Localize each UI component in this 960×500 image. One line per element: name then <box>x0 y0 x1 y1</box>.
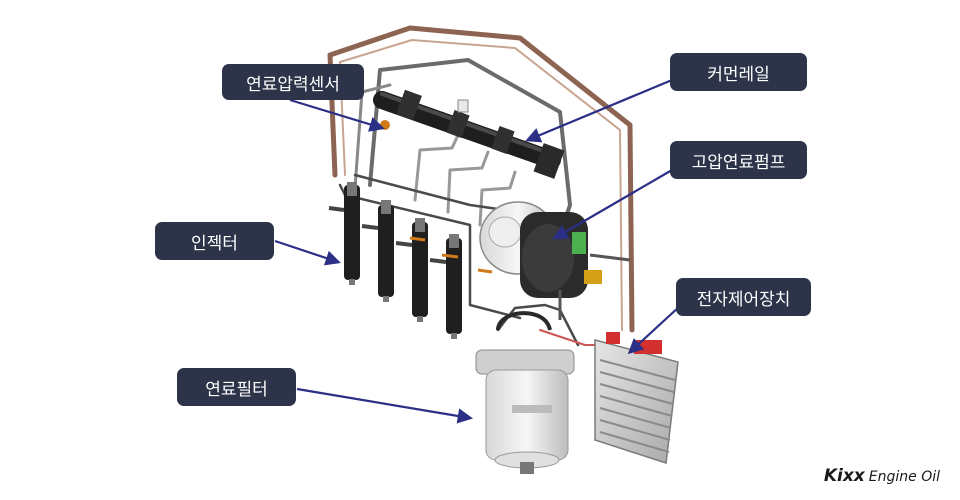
common-rail <box>373 89 565 179</box>
brand-logo: Kixx <box>823 466 865 486</box>
injector-4 <box>429 234 462 339</box>
arrow-pressure-sensor <box>289 98 385 132</box>
brand-watermark: Kixx Engine Oil <box>824 466 940 486</box>
arrow-common-rail <box>525 78 673 143</box>
label-fuel-pressure-sensor: 연료압력센서 <box>222 64 364 100</box>
injector-3 <box>395 218 428 322</box>
fuel-filter <box>475 311 575 474</box>
arrow-high-pressure-pump <box>552 169 673 240</box>
ecu-unit <box>594 332 679 464</box>
label-common-rail: 커먼레일 <box>670 53 807 91</box>
high-pressure-pump <box>479 201 631 320</box>
injector-2 <box>361 200 394 302</box>
arrow-fuel-filter <box>296 387 474 424</box>
fuel-pipes <box>327 25 635 347</box>
frame-pipe <box>338 183 522 320</box>
frame-pipe-2 <box>353 173 507 212</box>
label-injector: 인젝터 <box>155 222 274 260</box>
leader-arrows <box>274 78 681 424</box>
injector-1 <box>328 182 360 285</box>
label-high-pressure-pump: 고압연료펌프 <box>670 141 807 179</box>
injectors <box>328 182 493 339</box>
steel-line-b <box>446 150 490 214</box>
arrow-ecu <box>627 305 681 355</box>
brand-text: Engine Oil <box>868 469 940 485</box>
label-fuel-filter: 연료필터 <box>177 368 296 406</box>
filter-line-2 <box>539 329 599 346</box>
arrow-injector <box>274 239 341 266</box>
label-ecu: 전자제어장치 <box>676 278 811 316</box>
steel-line-a <box>413 133 460 202</box>
